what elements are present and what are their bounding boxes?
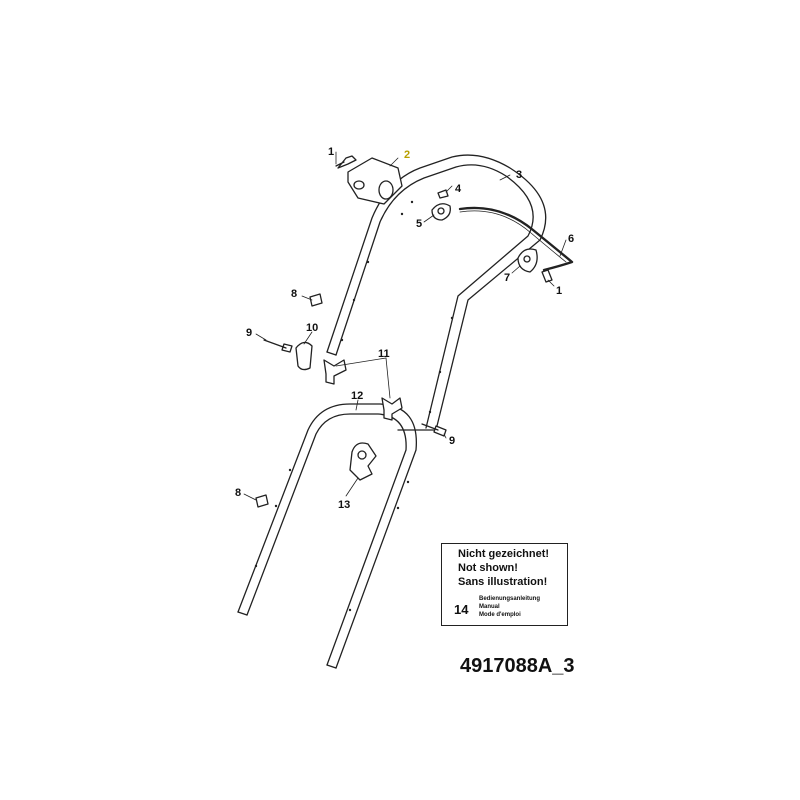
callout-8-lower: 8: [235, 487, 241, 499]
callout-9-right: 9: [449, 435, 455, 447]
manual-label-en: Manual: [479, 604, 500, 610]
item-14-number: 14: [454, 602, 469, 617]
bolt-9-left: [263, 339, 293, 353]
not-shown-en: Not shown!: [458, 562, 518, 574]
callout-1-top: 1: [328, 146, 334, 158]
knob-11-a: [323, 359, 347, 385]
not-shown-box: Nicht gezeichnet! Not shown! Sans illust…: [441, 543, 568, 626]
lower-handle-inner: [246, 413, 407, 666]
knob-11-b: [381, 397, 403, 421]
manual-label-fr: Mode d'emploi: [479, 612, 521, 618]
screw-1-right: [541, 269, 553, 283]
callout-9-left: 9: [246, 327, 252, 339]
callout-4: 4: [455, 183, 462, 195]
callout-3: 3: [516, 169, 522, 181]
callout-8-upper: 8: [291, 288, 297, 300]
callout-5: 5: [416, 218, 422, 230]
clip-5: [431, 203, 451, 221]
part-13-clip: [349, 442, 377, 481]
not-shown-fr: Sans illustration!: [458, 576, 548, 588]
callout-11: 11: [378, 348, 390, 360]
manual-label-de: Bedienungsanleitung: [479, 596, 541, 602]
cable: [458, 206, 574, 272]
bolt-8-lower: [255, 494, 269, 508]
callout-2: 2: [404, 149, 410, 161]
not-shown-de: Nicht gezeichnet!: [458, 548, 550, 560]
callout-13: 13: [338, 499, 350, 511]
bolt-9-right: [421, 423, 447, 437]
callout-7: 7: [504, 272, 510, 284]
callout-1-right: 1: [556, 285, 562, 297]
callout-10: 10: [306, 322, 318, 334]
upper-handle-inner: [335, 164, 534, 429]
lower-handle-outer: [237, 403, 417, 669]
callout-12: 12: [351, 390, 363, 402]
callout-6: 6: [568, 233, 574, 245]
part-2-housing: [347, 157, 403, 205]
bolt-8-upper: [309, 293, 323, 307]
clip-7: [517, 248, 538, 273]
screw-4: [437, 189, 449, 199]
bracket-10: [295, 341, 313, 371]
screw-1-top: [335, 155, 357, 169]
diagram-part-id: 4917088A_3: [460, 655, 575, 677]
